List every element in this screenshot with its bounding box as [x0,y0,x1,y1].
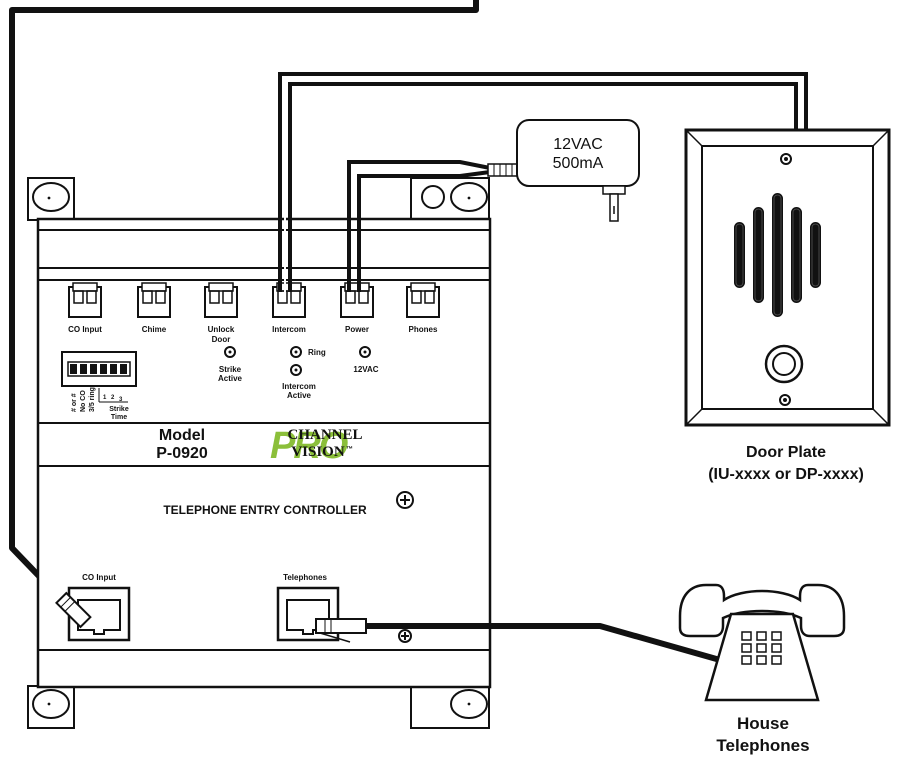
house-telephones-label-2: Telephones [716,736,809,755]
led-intercom-label: Intercom [282,382,316,391]
label-door: Door [212,335,231,344]
terminal-co-input [68,282,102,318]
led-ring [290,346,302,358]
telephone-keypad [741,631,782,665]
label-unlock: Unlock [208,325,235,334]
strike-label: Strike [109,406,129,413]
led-strike-active [224,346,236,358]
dip-label-star: # or # [71,393,78,412]
telephone-cable [364,623,721,663]
dip-label-ring: 3/5 ring [89,387,96,412]
speaker-grille [734,193,821,317]
led-strike-label: Strike [219,365,242,374]
co-input-plug [55,591,92,629]
power-adapter: 12VAC 500mA [487,119,640,222]
led-active-label: Active [218,374,243,383]
telephone-handset [678,583,846,638]
strike-time-bracket: 1 2 3 [98,388,128,403]
terminal-chime [137,282,171,318]
label-phones: Phones [409,325,438,334]
adapter-current: 500mA [553,155,604,172]
terminal-unlock-door [204,282,238,318]
led-ring-label: Ring [308,348,326,357]
led-12vac [359,346,371,358]
adapter-strain-relief [487,163,519,177]
led-intercom-active-label: Active [287,391,312,400]
dip-switch [61,351,137,387]
logo-channel: CHANNEL [287,427,362,443]
logo-pro: PRO [270,425,348,467]
logo-vision: VISION [291,444,345,460]
adapter-voltage: 12VAC [553,136,603,153]
adapter-prongs [602,185,626,222]
led-12vac-label: 12VAC [353,365,378,374]
door-plate-screw-bottom [779,394,791,406]
intercom-cable [278,72,808,292]
door-plate-model-label: (IU-xxxx or DP-xxxx) [708,466,864,483]
telephones-plug [315,618,367,643]
house-telephone [678,583,846,702]
model-number: P-0920 [156,445,208,462]
power-cable [347,160,491,292]
dip-label-no-co: No CO [80,390,87,412]
door-plate-screw-top [780,153,792,165]
label-chime: Chime [142,325,167,334]
house-telephones-label: House [737,714,789,733]
label-intercom: Intercom [272,325,306,334]
call-button [764,344,804,384]
led-intercom-active [290,364,302,376]
channel-vision-pro-logo: PRO CHANNEL VISION ™ [270,425,363,467]
adapter-body [516,119,640,187]
strike-num-2: 2 [111,395,115,401]
model-label: Model [159,427,205,444]
label-power: Power [345,325,369,334]
time-label: Time [111,414,127,421]
door-plate [684,128,891,427]
jack-telephones-label: Telephones [283,573,327,582]
telephone-entry-controller: CO Input Chime Unlock Door Intercom Powe… [27,177,492,729]
label-co-input: CO Input [68,325,102,334]
co-input-cable [9,0,479,603]
screw-right [396,491,414,509]
door-plate-label: Door Plate [746,444,826,461]
controller-title: TELEPHONE ENTRY CONTROLLER [163,503,367,517]
logo-tm: ™ [346,446,353,453]
terminal-phones [406,282,440,318]
strike-num-1: 1 [103,395,107,401]
jack-co-label: CO Input [82,573,116,582]
strike-num-3: 3 [119,397,123,403]
screw-bottom [398,629,412,643]
